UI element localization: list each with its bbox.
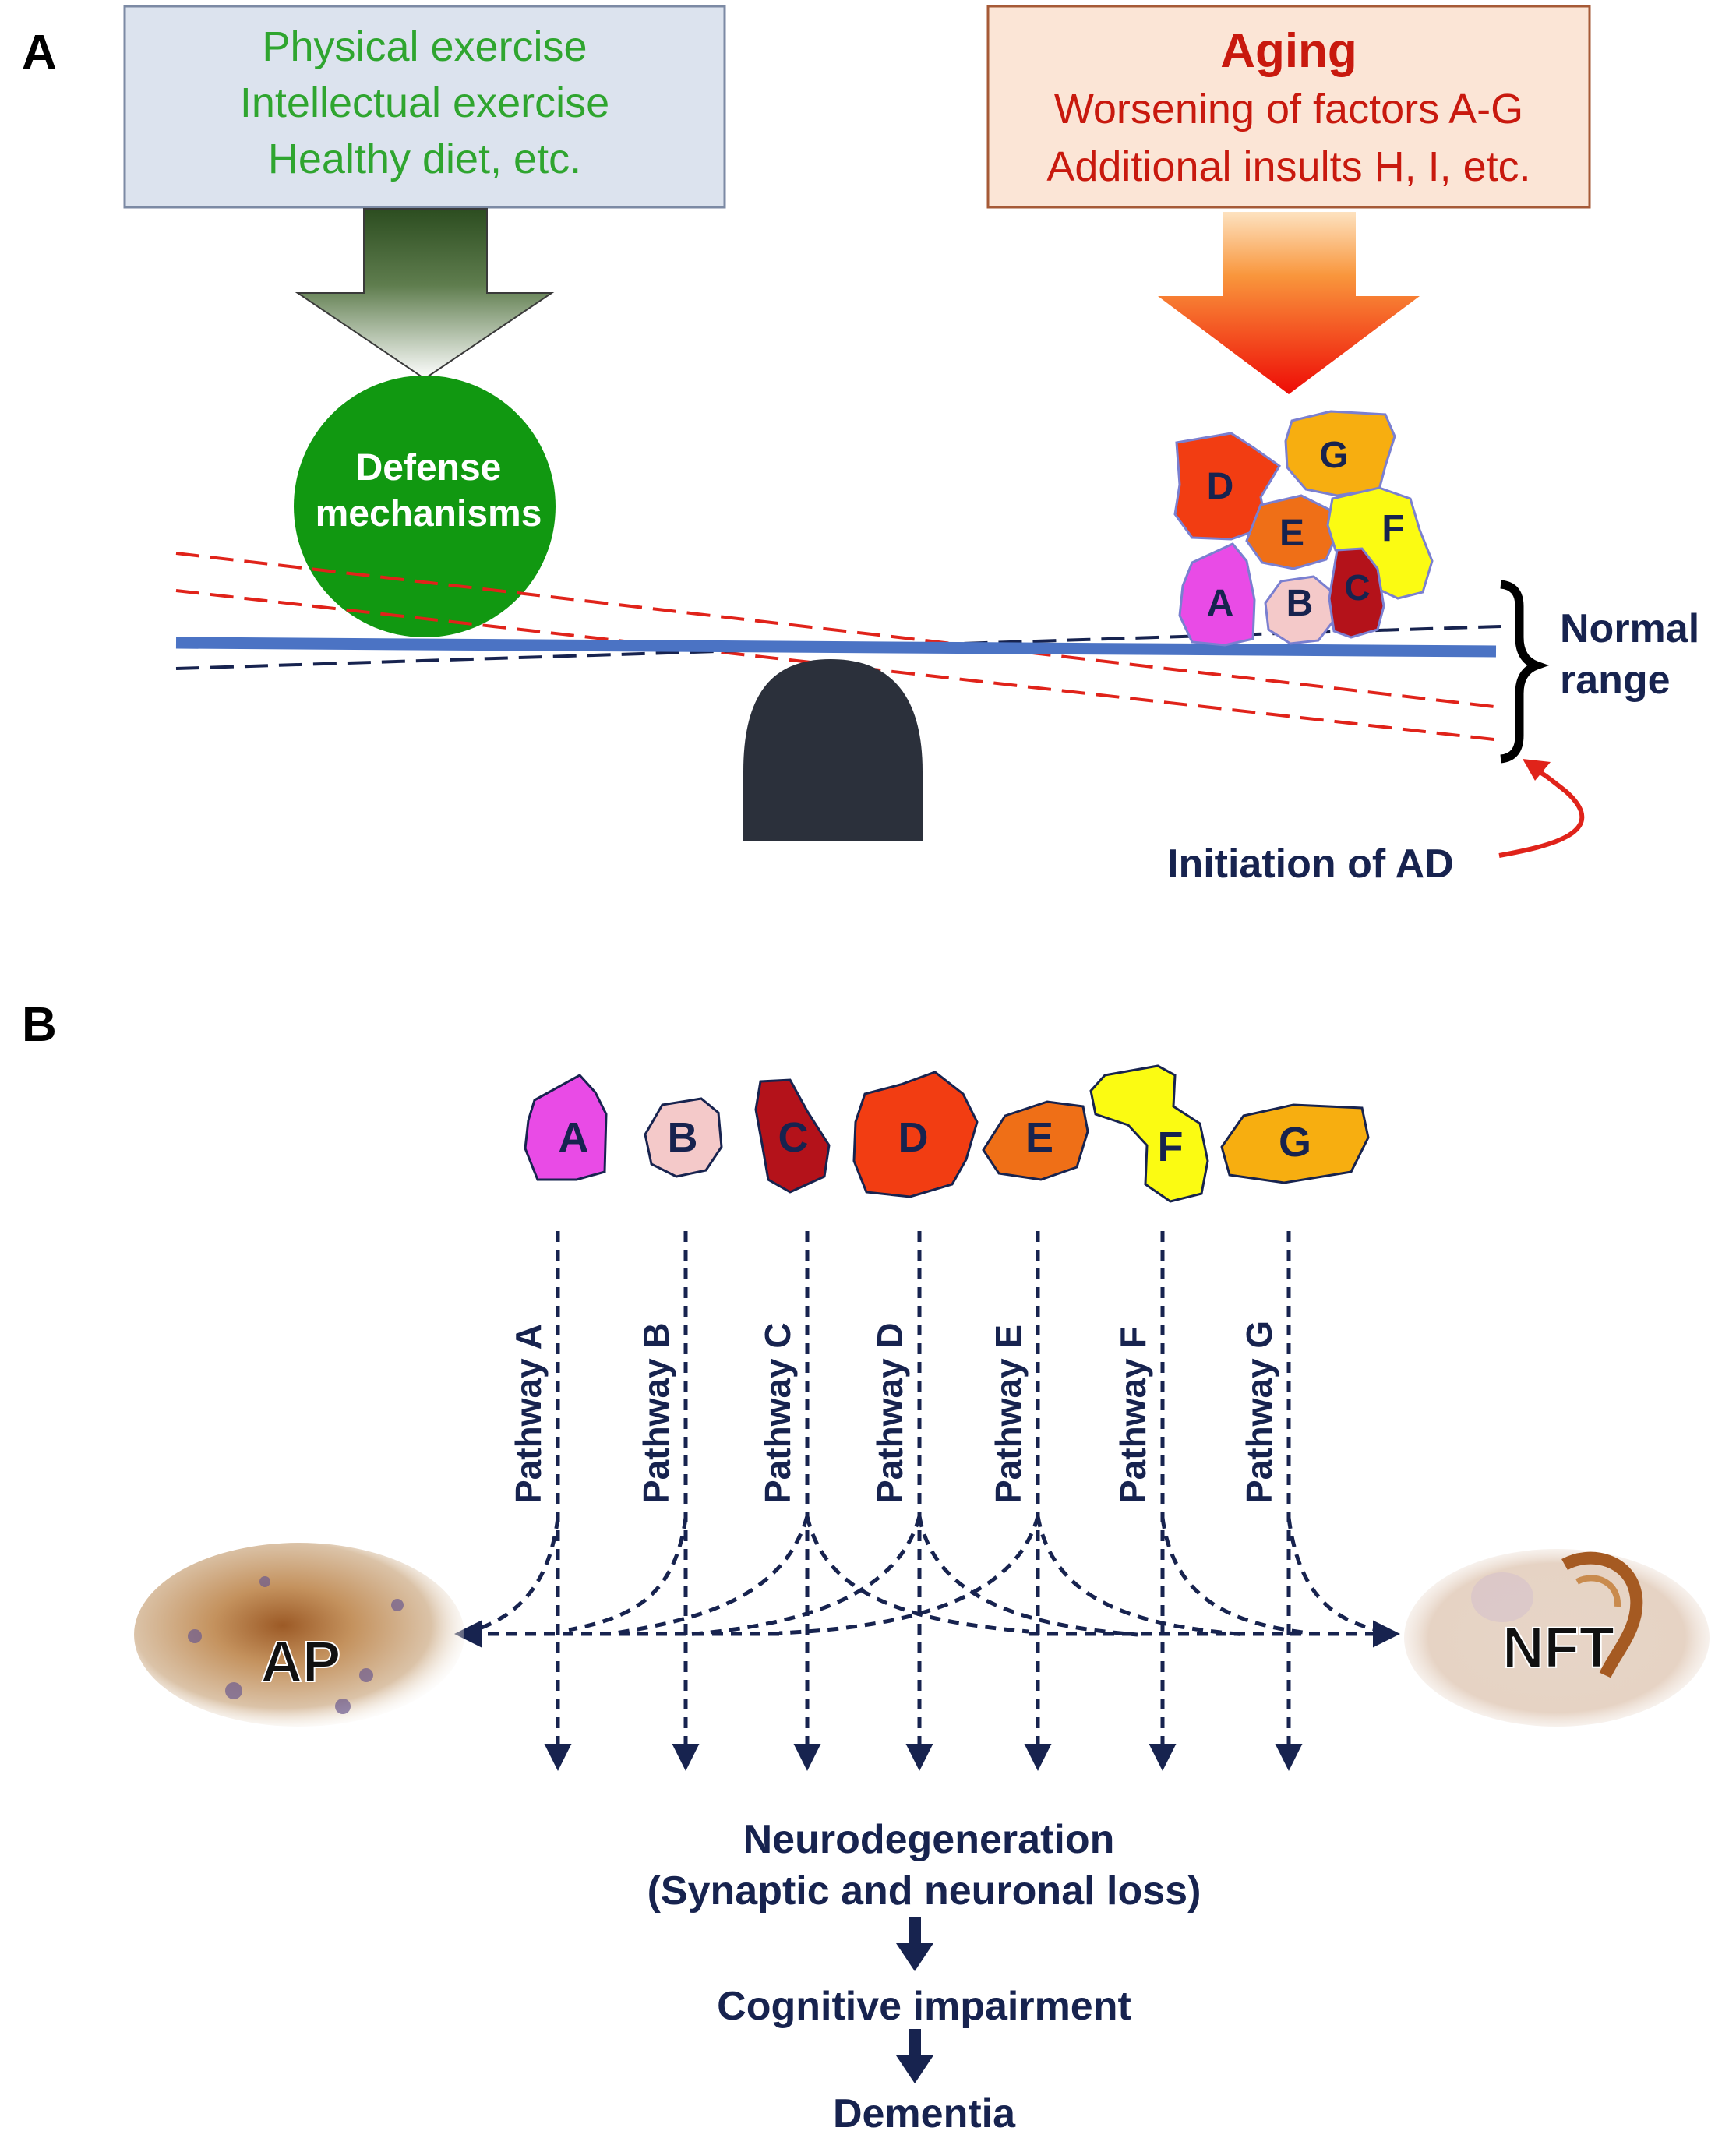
nft-label: NFT xyxy=(1502,1615,1614,1680)
factor-A-blob: A xyxy=(1178,542,1256,647)
pathway-label-E: Pathway E xyxy=(988,1325,1029,1504)
branch-F-to-NFT xyxy=(1160,1517,1310,1635)
factor-row-G-label: G xyxy=(1279,1119,1311,1166)
factor-F-blob: F xyxy=(1326,486,1434,600)
amyloid-plaque-image: AP xyxy=(134,1543,464,1727)
factor-C-label: C xyxy=(1344,567,1370,608)
factor-row-E-label: E xyxy=(1025,1114,1053,1161)
factor-row-F: F xyxy=(1089,1064,1209,1203)
neurofibrillary-tangle-image: NFT xyxy=(1404,1549,1710,1727)
defense-mechanisms-circle: Defense mechanisms xyxy=(294,376,556,637)
branch-C-to-AP xyxy=(615,1515,810,1635)
panel-a-label: A xyxy=(22,26,57,79)
pathway-label-A: Pathway A xyxy=(508,1324,549,1504)
dementia-label: Dementia xyxy=(833,2091,1016,2136)
factor-D-label: D xyxy=(1207,466,1234,507)
branch-E-to-NFT xyxy=(1036,1515,1247,1637)
pathway-labels: Pathway A Pathway B Pathway C Pathway D … xyxy=(508,1321,1279,1504)
factor-B-label: B xyxy=(1286,583,1314,624)
factor-row-D: D xyxy=(852,1071,979,1198)
pathway-label-G: Pathway G xyxy=(1239,1321,1279,1504)
factor-row-A: A xyxy=(524,1074,608,1181)
branch-curves xyxy=(454,1515,1400,1648)
pathway-label-B: Pathway B xyxy=(636,1322,676,1504)
pathway-label-D: Pathway D xyxy=(870,1322,910,1504)
factor-B-blob: B xyxy=(1264,575,1336,645)
fulcrum xyxy=(743,659,923,841)
lifestyle-line-2: Intellectual exercise xyxy=(240,79,609,126)
factor-G-blob: G xyxy=(1284,410,1396,497)
factor-A-label: A xyxy=(1207,583,1234,624)
factor-row-A-label: A xyxy=(559,1114,589,1161)
initiation-arrow-head xyxy=(1523,759,1551,781)
branch-E-to-AP xyxy=(778,1515,1040,1635)
neurodegeneration-line-1: Neurodegeneration xyxy=(743,1817,1115,1862)
factor-row-B-label: B xyxy=(668,1114,698,1161)
branch-A-to-AP xyxy=(459,1517,560,1637)
branch-G-to-NFT xyxy=(1286,1517,1396,1635)
factor-E-label: E xyxy=(1279,513,1304,554)
normal-range-line-1: Normal xyxy=(1560,606,1699,651)
initiation-arrow xyxy=(1498,766,1585,858)
pathway-label-C: Pathway C xyxy=(757,1322,798,1504)
aging-box: Aging Worsening of factors A-G Additiona… xyxy=(986,5,1591,209)
neurodegeneration-line-2: (Synaptic and neuronal loss) xyxy=(647,1868,1201,1914)
panel-b-factors: A B C D E F G xyxy=(524,1064,1370,1203)
cognitive-impairment-label: Cognitive impairment xyxy=(717,1984,1131,2029)
defense-line-2: mechanisms xyxy=(316,493,542,534)
panel-b-label: B xyxy=(22,998,57,1052)
pathway-label-F: Pathway F xyxy=(1113,1326,1153,1504)
normal-range-line-2: range xyxy=(1560,658,1671,703)
branch-D-to-AP xyxy=(685,1515,922,1637)
factor-row-C-label: C xyxy=(778,1114,809,1161)
factor-row-F-label: F xyxy=(1158,1124,1184,1170)
factor-E-blob: E xyxy=(1245,494,1340,570)
lifestyle-line-1: Physical exercise xyxy=(262,23,587,70)
factor-row-E: E xyxy=(982,1100,1089,1181)
tilt-line-red-upper xyxy=(175,552,1501,709)
factor-G-label: G xyxy=(1319,435,1348,476)
factor-F-label: F xyxy=(1381,508,1404,549)
arrow-to-dementia xyxy=(896,2029,933,2083)
aging-line-1: Worsening of factors A-G xyxy=(1054,86,1523,132)
lifestyle-box: Physical exercise Intellectual exercise … xyxy=(123,5,726,209)
defense-line-1: Defense xyxy=(356,447,502,489)
branch-D-to-NFT xyxy=(917,1515,1138,1637)
initiation-of-ad-label: Initiation of AD xyxy=(1167,841,1454,887)
pathway-arrows xyxy=(544,1231,1303,1771)
factor-row-B: B xyxy=(644,1097,723,1178)
balance-beam xyxy=(175,637,1497,658)
lifestyle-line-3: Healthy diet, etc. xyxy=(268,136,581,182)
factor-row-C: C xyxy=(754,1078,831,1194)
normal-range-brace xyxy=(1500,580,1550,764)
lifestyle-down-arrow xyxy=(295,208,555,380)
branch-B-to-AP xyxy=(568,1517,688,1632)
factor-C-blob: C xyxy=(1328,547,1385,639)
factor-row-D-label: D xyxy=(898,1114,929,1161)
arrow-to-cognitive xyxy=(896,1917,933,1971)
panel-a-factors: D G E F A B C xyxy=(1173,410,1434,647)
aging-title: Aging xyxy=(1220,24,1357,78)
outcome-cascade: Neurodegeneration (Synaptic and neuronal… xyxy=(647,1817,1201,2136)
aging-down-arrow xyxy=(1158,212,1420,394)
ap-label: AP xyxy=(261,1629,341,1694)
aging-line-2: Additional insults H, I, etc. xyxy=(1046,143,1530,190)
factor-row-G: G xyxy=(1220,1103,1370,1184)
branch-C-to-NFT xyxy=(805,1515,1029,1634)
